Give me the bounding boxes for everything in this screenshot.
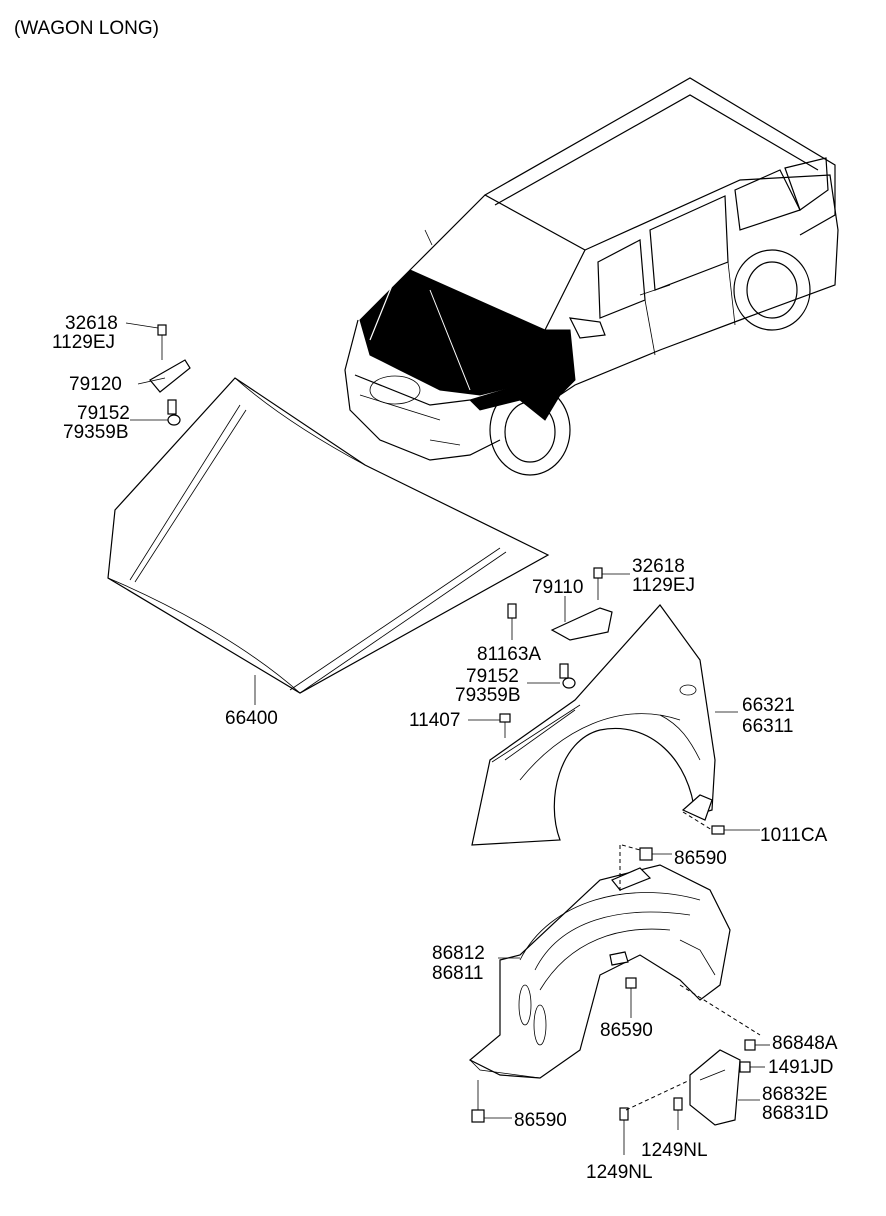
- vehicle-illustration: [344, 77, 839, 476]
- label-1011ca: 1011CA: [760, 825, 828, 846]
- inner-fender-liner: [468, 864, 731, 1079]
- label-66321: 66321: [742, 695, 795, 716]
- label-86590-bottom: 86590: [514, 1110, 567, 1131]
- label-79152-left: 79152: [77, 403, 130, 424]
- label-1129ej-left: 1129EJ: [52, 332, 116, 353]
- label-32618-right: 32618: [632, 556, 685, 577]
- mud-guard: [619, 984, 770, 1155]
- label-86832e: 86832E: [762, 1084, 828, 1105]
- label-86811: 86811: [432, 963, 484, 984]
- label-86812: 86812: [432, 943, 485, 964]
- label-79152-right: 79152: [466, 666, 519, 687]
- label-1129ej-right: 1129EJ: [632, 575, 696, 596]
- label-32618-left: 32618: [65, 313, 118, 334]
- label-66311: 66311: [742, 716, 794, 737]
- label-1249nl-lower: 1249NL: [586, 1162, 653, 1183]
- label-79359b-left: 79359B: [63, 422, 129, 443]
- label-79120: 79120: [69, 374, 122, 395]
- bolt-11407: [499, 713, 511, 738]
- hood-hinge-right: [507, 567, 613, 689]
- variant-caption: (WAGON LONG): [14, 18, 159, 39]
- hood-panel: [107, 377, 550, 694]
- label-86848a: 86848A: [772, 1033, 838, 1054]
- label-86590-middle: 86590: [600, 1020, 653, 1041]
- front-fender: [471, 604, 716, 846]
- label-1249nl-upper: 1249NL: [641, 1140, 708, 1161]
- screw-1011ca: [682, 811, 760, 835]
- label-81163a: 81163A: [477, 644, 542, 665]
- label-11407: 11407: [409, 710, 461, 731]
- label-86590-top: 86590: [674, 848, 727, 869]
- hood-hinge-left: [137, 324, 191, 426]
- label-66400: 66400: [225, 708, 278, 729]
- label-1491jd: 1491JD: [768, 1057, 834, 1078]
- label-79110: 79110: [532, 577, 584, 598]
- clip-86590-top: [619, 844, 672, 895]
- label-86831d: 86831D: [762, 1103, 829, 1124]
- clip-86590-middle: [625, 977, 637, 1018]
- label-79359b-right: 79359B: [455, 685, 521, 706]
- clip-86590-bottom: [471, 1080, 512, 1123]
